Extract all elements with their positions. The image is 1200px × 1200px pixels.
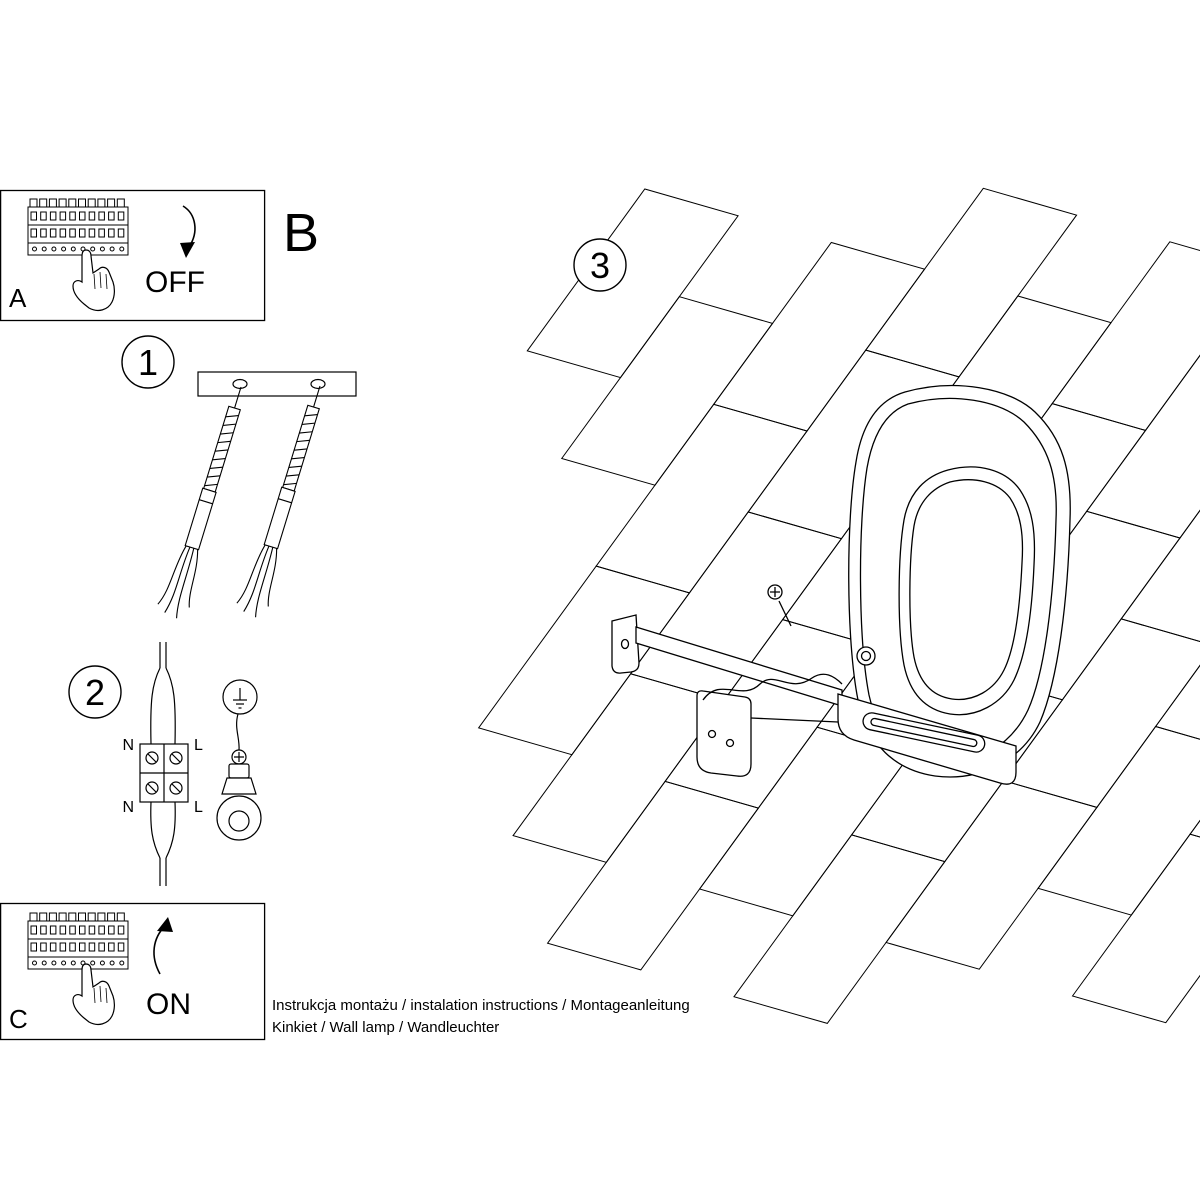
step-3-number: 3 bbox=[590, 245, 610, 286]
step-2-badge bbox=[68, 665, 122, 719]
terminal-block bbox=[139, 743, 189, 803]
vent-slot bbox=[862, 712, 986, 753]
brick-wall bbox=[477, 187, 1200, 1024]
ground-clamp bbox=[216, 713, 262, 841]
step-1-group bbox=[121, 335, 357, 622]
brick bbox=[1120, 509, 1200, 642]
mounting-plate bbox=[197, 371, 357, 397]
footer-line-2: Kinkiet / Wall lamp / Wandleuchter bbox=[272, 1019, 499, 1036]
box-c: ON C bbox=[0, 902, 266, 1041]
box-a: OFF A bbox=[0, 189, 266, 322]
supply-cable-top bbox=[150, 642, 176, 745]
brick bbox=[1037, 725, 1200, 916]
rotate-down-arrow-icon bbox=[180, 205, 196, 258]
brick bbox=[595, 403, 808, 594]
brick bbox=[1071, 833, 1200, 1024]
lamp-front-plate bbox=[696, 690, 839, 777]
step-2-number: 2 bbox=[85, 672, 105, 713]
wall-anchor-left bbox=[154, 381, 256, 622]
step-2-group bbox=[68, 642, 262, 886]
brick bbox=[1085, 354, 1200, 539]
power-cord bbox=[702, 673, 843, 701]
rotate-up-arrow-icon bbox=[153, 917, 173, 975]
lamp-wall-plate bbox=[611, 614, 640, 674]
box-a-label: A bbox=[9, 283, 27, 313]
step-1-number: 1 bbox=[138, 342, 158, 383]
wire-label-n-bottom: N bbox=[122, 799, 134, 816]
brick bbox=[885, 780, 1098, 970]
earth-ground-icon bbox=[222, 679, 258, 715]
brick bbox=[733, 834, 946, 1024]
lamp-cable-bottom bbox=[150, 801, 176, 886]
brick bbox=[560, 296, 774, 486]
brick bbox=[1051, 241, 1200, 431]
section-b-label: B bbox=[283, 203, 319, 263]
brick bbox=[1154, 664, 1200, 740]
wall-anchor-right bbox=[233, 380, 335, 621]
box-c-label: C bbox=[9, 1004, 28, 1034]
brick bbox=[512, 673, 725, 863]
breaker-panel-c bbox=[27, 912, 129, 970]
sensor-icon bbox=[856, 646, 876, 666]
brick bbox=[526, 188, 739, 379]
brick bbox=[1189, 819, 1200, 838]
wire-label-l-bottom: L bbox=[194, 799, 203, 816]
brick bbox=[477, 565, 691, 756]
off-label: OFF bbox=[145, 266, 205, 299]
on-label: ON bbox=[146, 988, 191, 1021]
wire-label-l-top: L bbox=[194, 737, 203, 754]
wall-lamp bbox=[611, 384, 1071, 785]
step-3-badge bbox=[573, 238, 627, 292]
breaker-panel-a bbox=[27, 198, 129, 256]
wire-label-n-top: N bbox=[122, 737, 134, 754]
brick bbox=[864, 187, 1078, 378]
step-1-badge bbox=[121, 335, 175, 389]
brick bbox=[1002, 618, 1200, 808]
mounting-screw-icon bbox=[767, 584, 792, 627]
brick bbox=[546, 780, 760, 971]
lamp-arm bbox=[635, 626, 843, 707]
footer-line-1: Instrukcja montażu / instalation instruc… bbox=[272, 997, 690, 1014]
